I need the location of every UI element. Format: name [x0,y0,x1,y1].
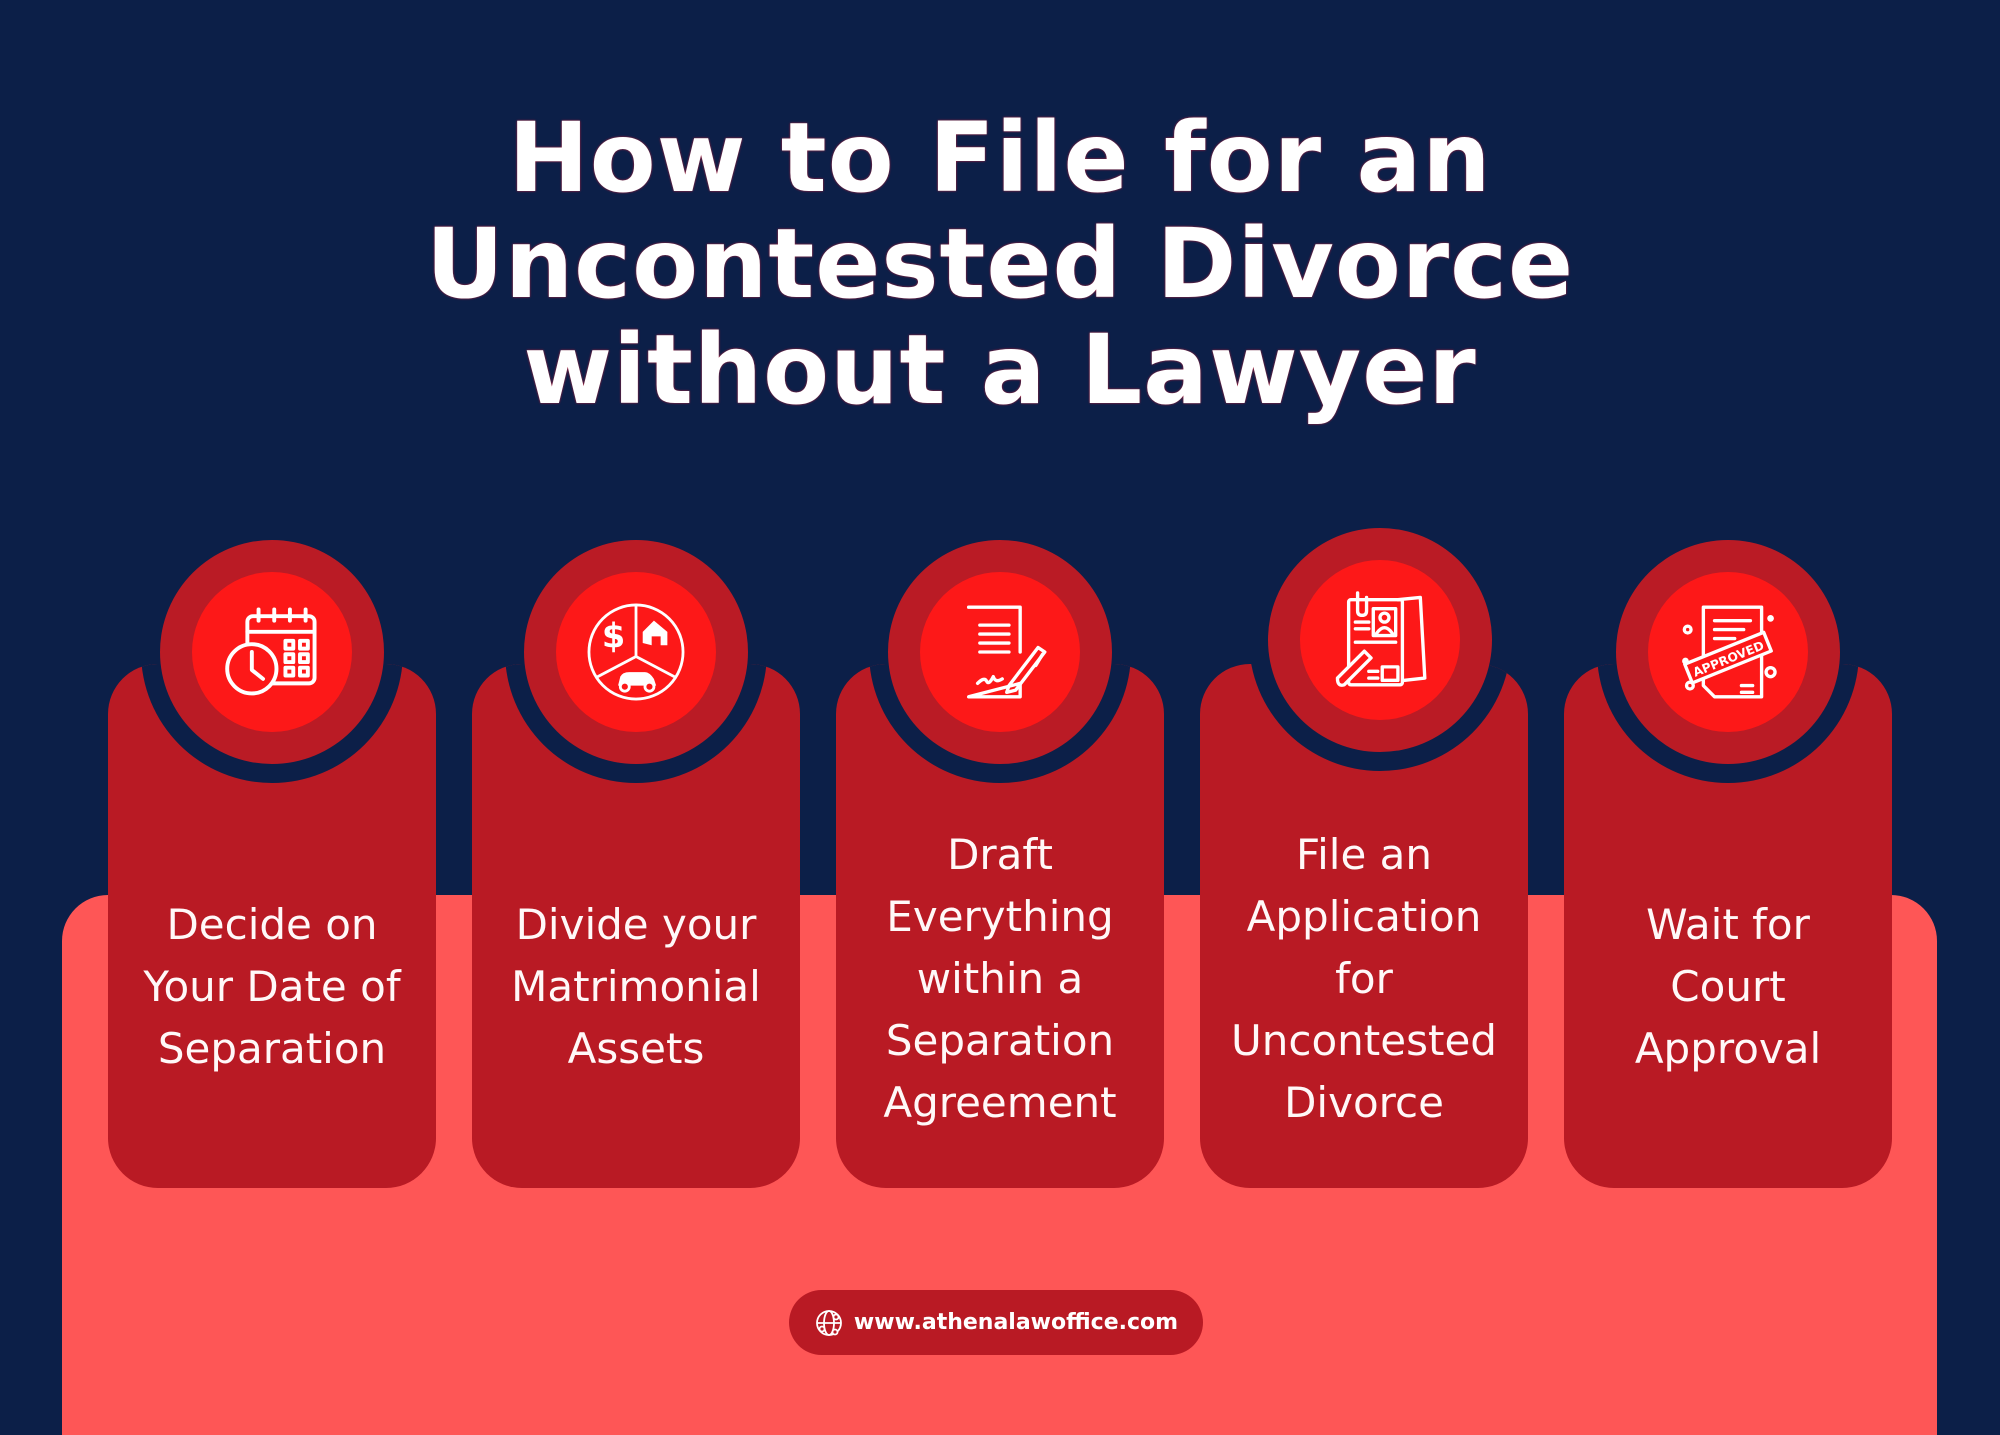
calendar-clock-icon [225,607,317,696]
website-url[interactable]: www.athenalawoffice.com [853,1310,1179,1335]
title-line: without a Lawyer [523,314,1477,426]
approved-document-icon: APPROVED [1682,605,1777,699]
website-link[interactable]: www.athenalawoffice.com [789,1290,1203,1355]
application-form-icon [1335,591,1427,687]
step-label: Divide your Matrimonial Assets [511,900,761,1073]
document-signature-icon [966,605,1047,699]
globe-icon [816,1309,842,1336]
step-icon-circle-3 [888,540,1112,764]
page-title: How to File for an Uncontested Divorce w… [0,105,2000,423]
step-icon-circle-1 [160,540,384,764]
step-icon-circle-4 [1268,528,1492,752]
step-icon-circle-2: $ [524,540,748,764]
step-label: Wait for Court Approval [1634,900,1822,1073]
step-label: File an Application for Uncontested Divo… [1231,830,1497,1127]
svg-text:$: $ [602,617,625,656]
title-line: Uncontested Divorce [425,208,1575,320]
step-label: Decide on Your Date of Separation [143,900,401,1073]
step-label: Draft Everything within a Separation Agr… [883,830,1117,1127]
title-line: How to File for an [508,102,1492,214]
step-icon-circle-5: APPROVED [1616,540,1840,764]
assets-pie-icon: $ [587,603,685,701]
